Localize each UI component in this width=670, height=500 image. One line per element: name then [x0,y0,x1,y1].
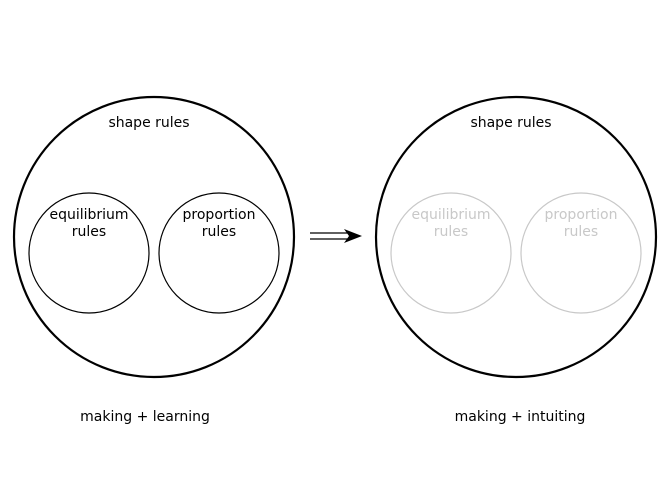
right-proportion-circle [520,192,642,314]
left-proportion-label-line2: rules [202,224,236,240]
left-proportion-circle [158,192,280,314]
right-caption: making + intuiting [455,409,586,425]
right-outer-circle [374,95,658,379]
right-proportion-label-line1: proportion [545,207,618,223]
left-equilibrium-label-line1: equilibrium [49,207,128,223]
right-proportion-label-line2: rules [564,224,598,240]
left-equilibrium-label-line2: rules [72,224,106,240]
left-equilibrium-circle [28,192,150,314]
double-arrow-icon [310,229,362,243]
right-equilibrium-label-line1: equilibrium [411,207,490,223]
right-equilibrium-circle [390,192,512,314]
right-panel: shape rules equilibrium rules proportion… [374,95,658,425]
left-outer-circle [12,95,296,379]
left-panel: shape rules equilibrium rules proportion… [12,95,296,425]
right-outer-label: shape rules [470,115,551,131]
left-outer-label: shape rules [108,115,189,131]
left-proportion-label-line1: proportion [183,207,256,223]
right-equilibrium-label-line2: rules [434,224,468,240]
left-caption: making + learning [80,409,210,425]
